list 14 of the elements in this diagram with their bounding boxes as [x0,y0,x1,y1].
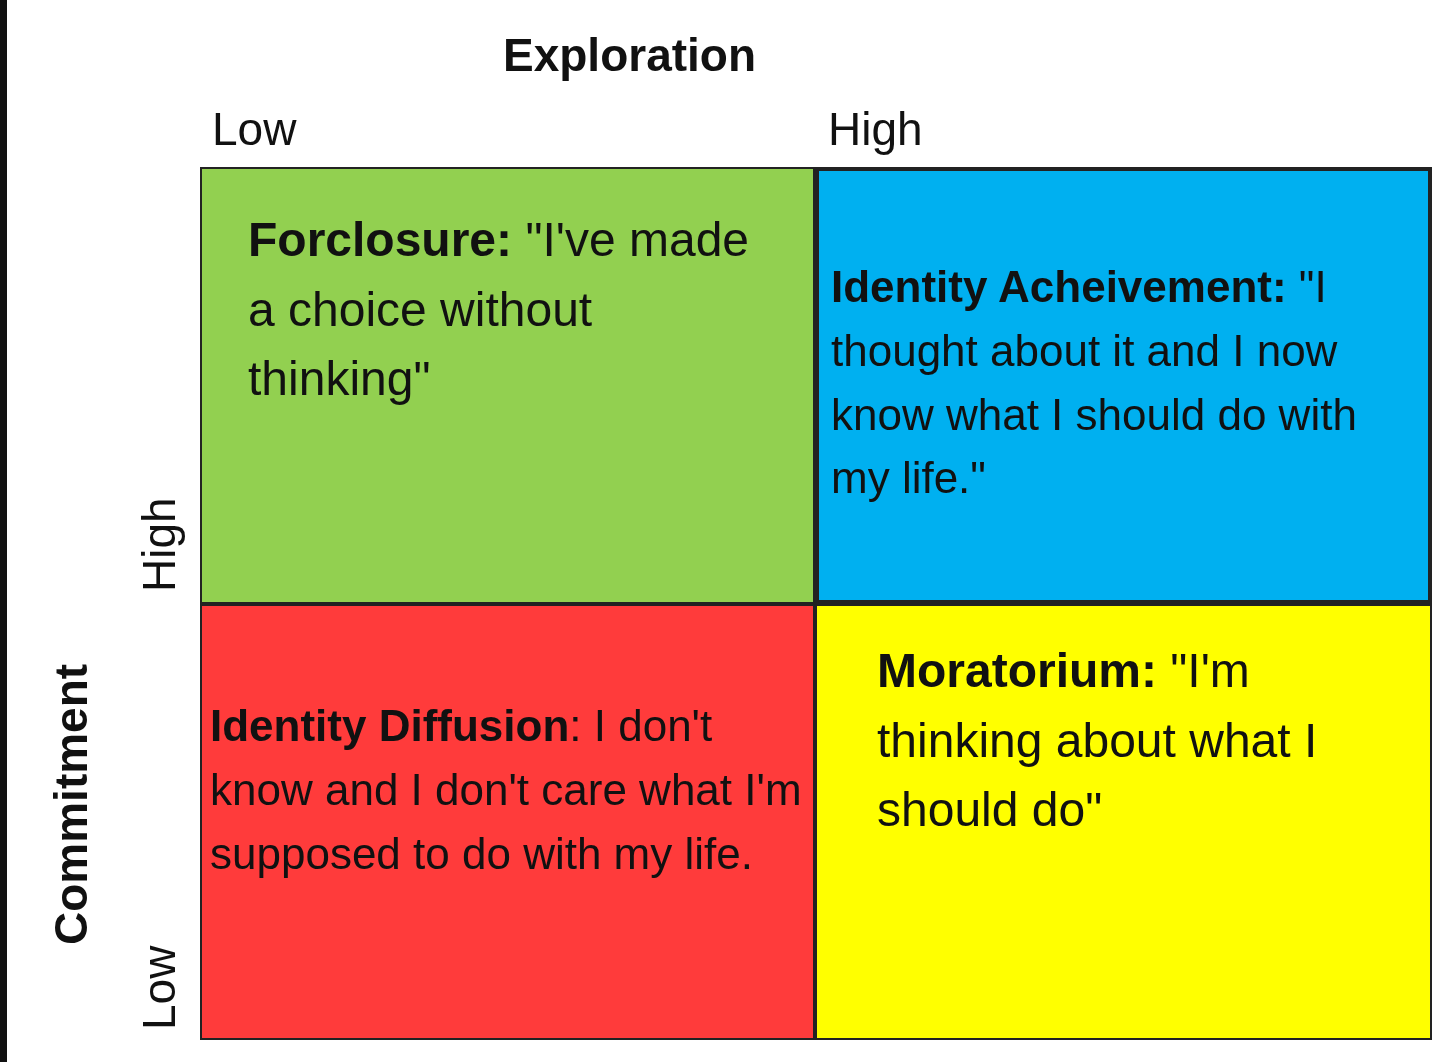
quadrant-text: Identity Acheivement: "I thought about it and I now know what I should do with my life." [831,261,1358,505]
axis-tick-label: High [828,102,923,156]
quadrant-box [200,167,815,604]
axis-tick-label: Low [132,945,186,1030]
axis-tick-label: Low [212,102,297,156]
axis-tick-label: High [132,497,186,592]
axis-title: Commitment [44,663,98,945]
quadrant-box [815,167,1432,604]
quadrant-box [200,604,815,1040]
axis-title: Exploration [503,28,757,82]
quadrant-text: Moratorium: "I'm thinking about what I should do" [877,643,1319,839]
quadrant-text: Forclosure: "I've made a choice without thinking" [248,212,751,408]
quadrant-text: Identity Diffusion: I don't know and I don't care what I'm supposed to do with my life. [210,700,803,880]
quadrant-box [815,604,1432,1040]
